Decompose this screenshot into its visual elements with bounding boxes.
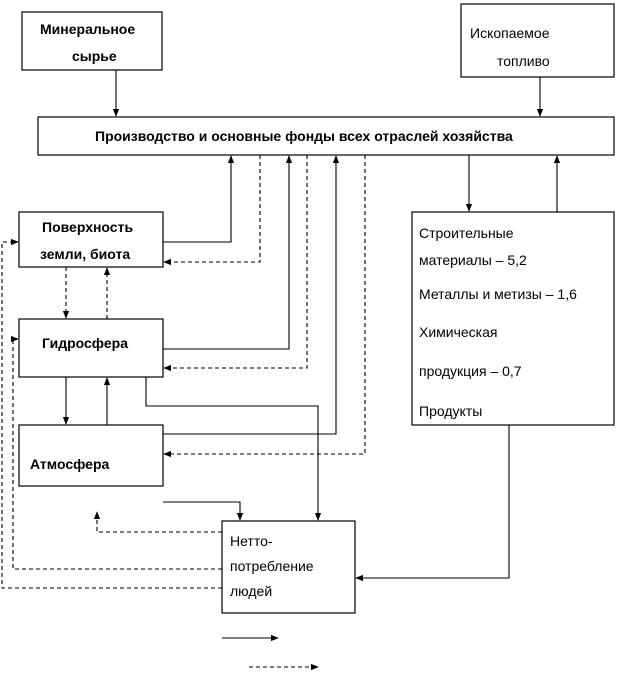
arrow-consumption-to-hydro: [10, 335, 222, 570]
mineral-raw-label-2: сырье: [72, 48, 117, 64]
hydrosphere-label: Гидросфера: [42, 335, 128, 351]
arrow-production-to-surface: [163, 155, 261, 266]
hydrosphere-box: Гидросфера: [18, 318, 164, 378]
fossil-fuel-label-2: топливо: [497, 53, 550, 69]
arrow-surface-to-production: [163, 155, 235, 243]
surface-biota-box: Поверхность земли, биота: [18, 211, 164, 268]
materials-line-4: Химическая: [419, 324, 497, 340]
materials-line-1: Строительные: [419, 225, 514, 241]
net-consumption-label-2: потребление: [230, 558, 314, 574]
mineral-raw-box: Минеральное сырье: [21, 11, 163, 71]
arrow-atmo-to-production: [163, 155, 340, 435]
materials-line-3: Металлы и метизы – 1,6: [419, 286, 577, 302]
materials-box: Строительные материалы – 5,2 Металлы и м…: [411, 211, 615, 426]
arrow-hydro-to-consumption: [145, 377, 322, 521]
net-consumption-box: Нетто- потребление людей: [221, 520, 356, 614]
atmosphere-box: Атмосфера: [18, 424, 164, 487]
surface-biota-label-2: земли, биота: [40, 246, 130, 262]
materials-line-6: Продукты: [419, 403, 482, 419]
fossil-fuel-box: Ископаемое топливо: [460, 3, 615, 78]
fossil-fuel-label-1: Ископаемое: [470, 25, 550, 41]
arrow-production-to-atmo: [163, 155, 366, 458]
materials-line-2: материалы – 5,2: [419, 252, 527, 268]
arrow-hydro-to-production: [163, 155, 293, 350]
arrow-materials-to-consumption: [355, 425, 510, 582]
arrow-production-to-hydro: [163, 155, 308, 372]
materials-line-5: продукция – 0,7: [419, 363, 522, 379]
arrow-consumption-up: [93, 511, 222, 533]
arrow-atmo-to-consumption: [163, 501, 244, 521]
production-box: Производство и основные фонды всех отрас…: [37, 116, 615, 156]
net-consumption-label-3: людей: [230, 583, 272, 599]
atmosphere-label: Атмосфера: [30, 456, 110, 472]
mineral-raw-label-1: Минеральное: [40, 21, 135, 37]
production-label: Производство и основные фонды всех отрас…: [95, 128, 513, 144]
arrow-consumption-to-surface: [1, 238, 222, 589]
net-consumption-label-1: Нетто-: [230, 533, 273, 549]
surface-biota-label-1: Поверхность: [42, 219, 133, 235]
